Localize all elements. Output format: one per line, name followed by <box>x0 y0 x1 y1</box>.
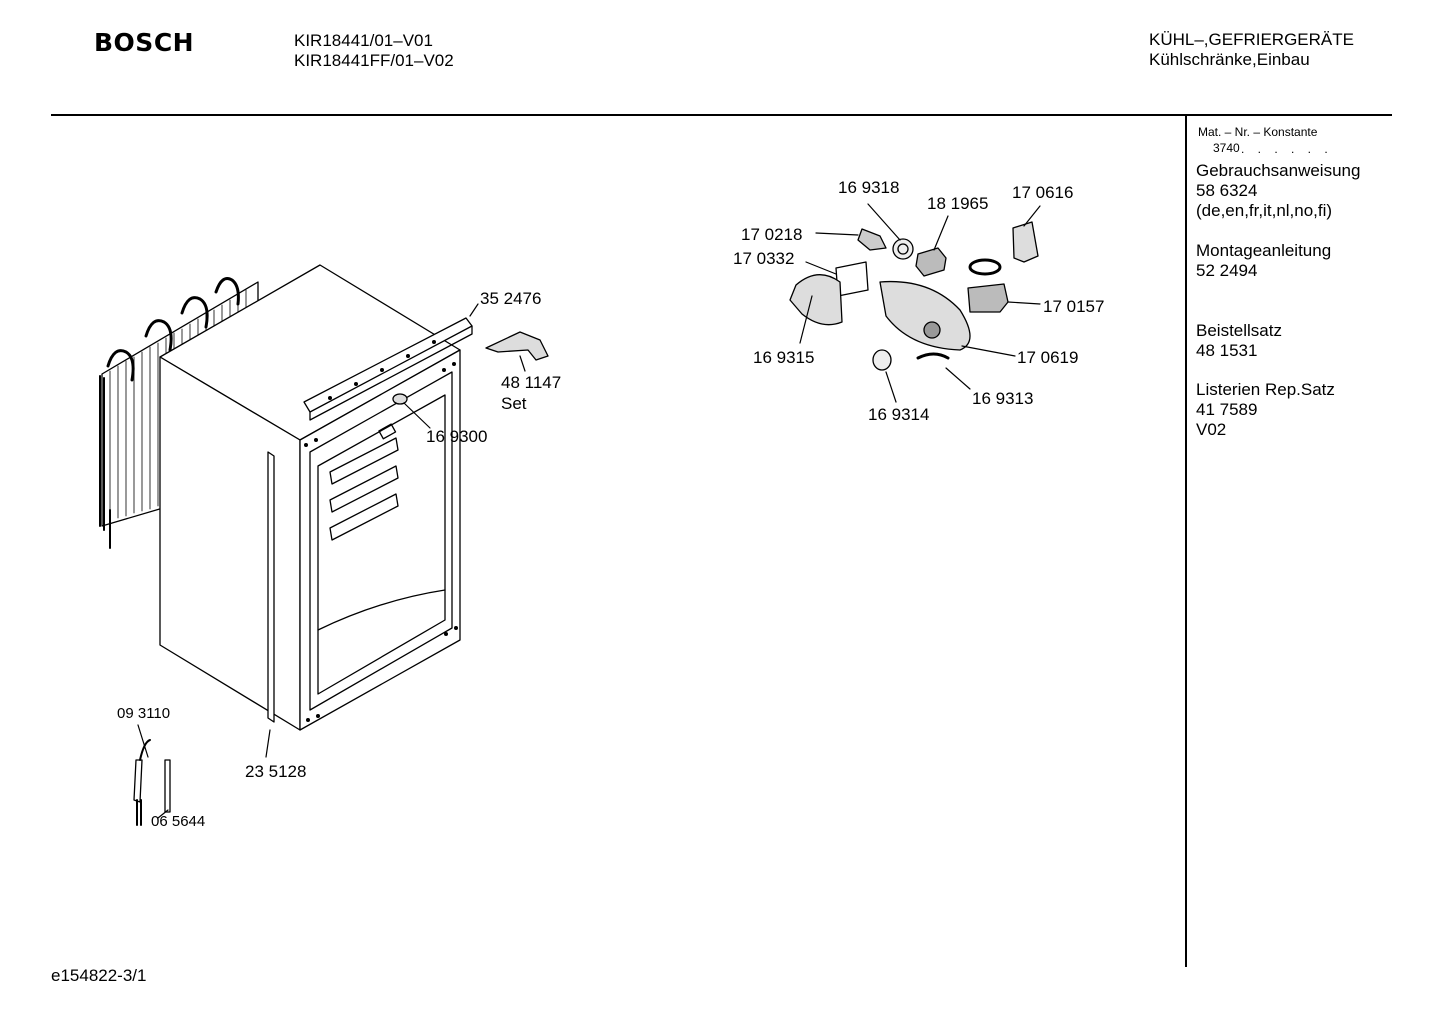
section-value-kit: 48 1531 <box>1196 341 1258 360</box>
section-title-kit: Beistellsatz <box>1196 321 1282 340</box>
cabinet-body <box>159 264 461 731</box>
sensor-parts <box>133 739 171 826</box>
part-label-065644: 06 5644 <box>151 813 206 830</box>
part-label-169313: 16 9313 <box>972 389 1034 408</box>
sensor-169300 <box>392 393 408 405</box>
document-id: e154822-3/1 <box>51 966 147 985</box>
mat-nr-dots: . . . . . . <box>1241 142 1333 156</box>
screw-holes <box>304 340 458 722</box>
model-number-2: KIR18441FF/01–V02 <box>294 51 454 70</box>
section-value-assembly: 52 2494 <box>1196 261 1258 280</box>
mat-nr-value: 3740 <box>1213 141 1240 155</box>
sidebar-divider <box>1185 114 1187 967</box>
part-label-169318: 16 9318 <box>838 178 900 197</box>
leader-lines <box>137 203 1041 819</box>
part-label-352476: 35 2476 <box>480 289 542 308</box>
section-title-assembly: Montageanleitung <box>1196 241 1332 260</box>
part-label-093110: 09 3110 <box>117 705 171 722</box>
part-label-170332: 17 0332 <box>733 249 795 268</box>
part-label-481147-set: Set <box>501 394 527 413</box>
part-label-169300: 16 9300 <box>426 427 488 446</box>
part-label-170218: 17 0218 <box>741 225 803 244</box>
section-title-listeria: Listerien Rep.Satz <box>1196 380 1335 399</box>
mat-nr-label: Mat. – Nr. – Konstante <box>1198 125 1318 139</box>
part-label-170616: 17 0616 <box>1012 183 1074 202</box>
part-label-235128: 23 5128 <box>245 762 307 781</box>
section-value-manual: 58 6324 <box>1196 181 1258 200</box>
top-rail <box>303 317 473 421</box>
part-label-481147: 48 1147 <box>501 373 562 392</box>
category-title: KÜHL–,GEFRIERGERÄTE <box>1149 30 1354 49</box>
light-assembly <box>789 221 1039 371</box>
section-version-listeria: V02 <box>1196 420 1227 439</box>
category-subtitle: Kühlschränke,Einbau <box>1149 50 1310 69</box>
section-languages: (de,en,fr,it,nl,no,fi) <box>1196 201 1333 220</box>
bracket-set <box>485 331 549 361</box>
part-label-181965: 18 1965 <box>927 194 989 213</box>
brand-logo: BOSCH <box>94 28 195 57</box>
part-label-170157: 17 0157 <box>1043 297 1105 316</box>
section-title-manual: Gebrauchsanweisung <box>1196 161 1361 180</box>
part-label-169314: 16 9314 <box>868 405 930 424</box>
part-label-169315: 16 9315 <box>753 348 815 367</box>
model-number-1: KIR18441/01–V01 <box>294 31 433 50</box>
section-value-listeria: 41 7589 <box>1196 400 1258 419</box>
header-divider <box>51 114 1392 116</box>
part-label-170619: 17 0619 <box>1017 348 1079 367</box>
